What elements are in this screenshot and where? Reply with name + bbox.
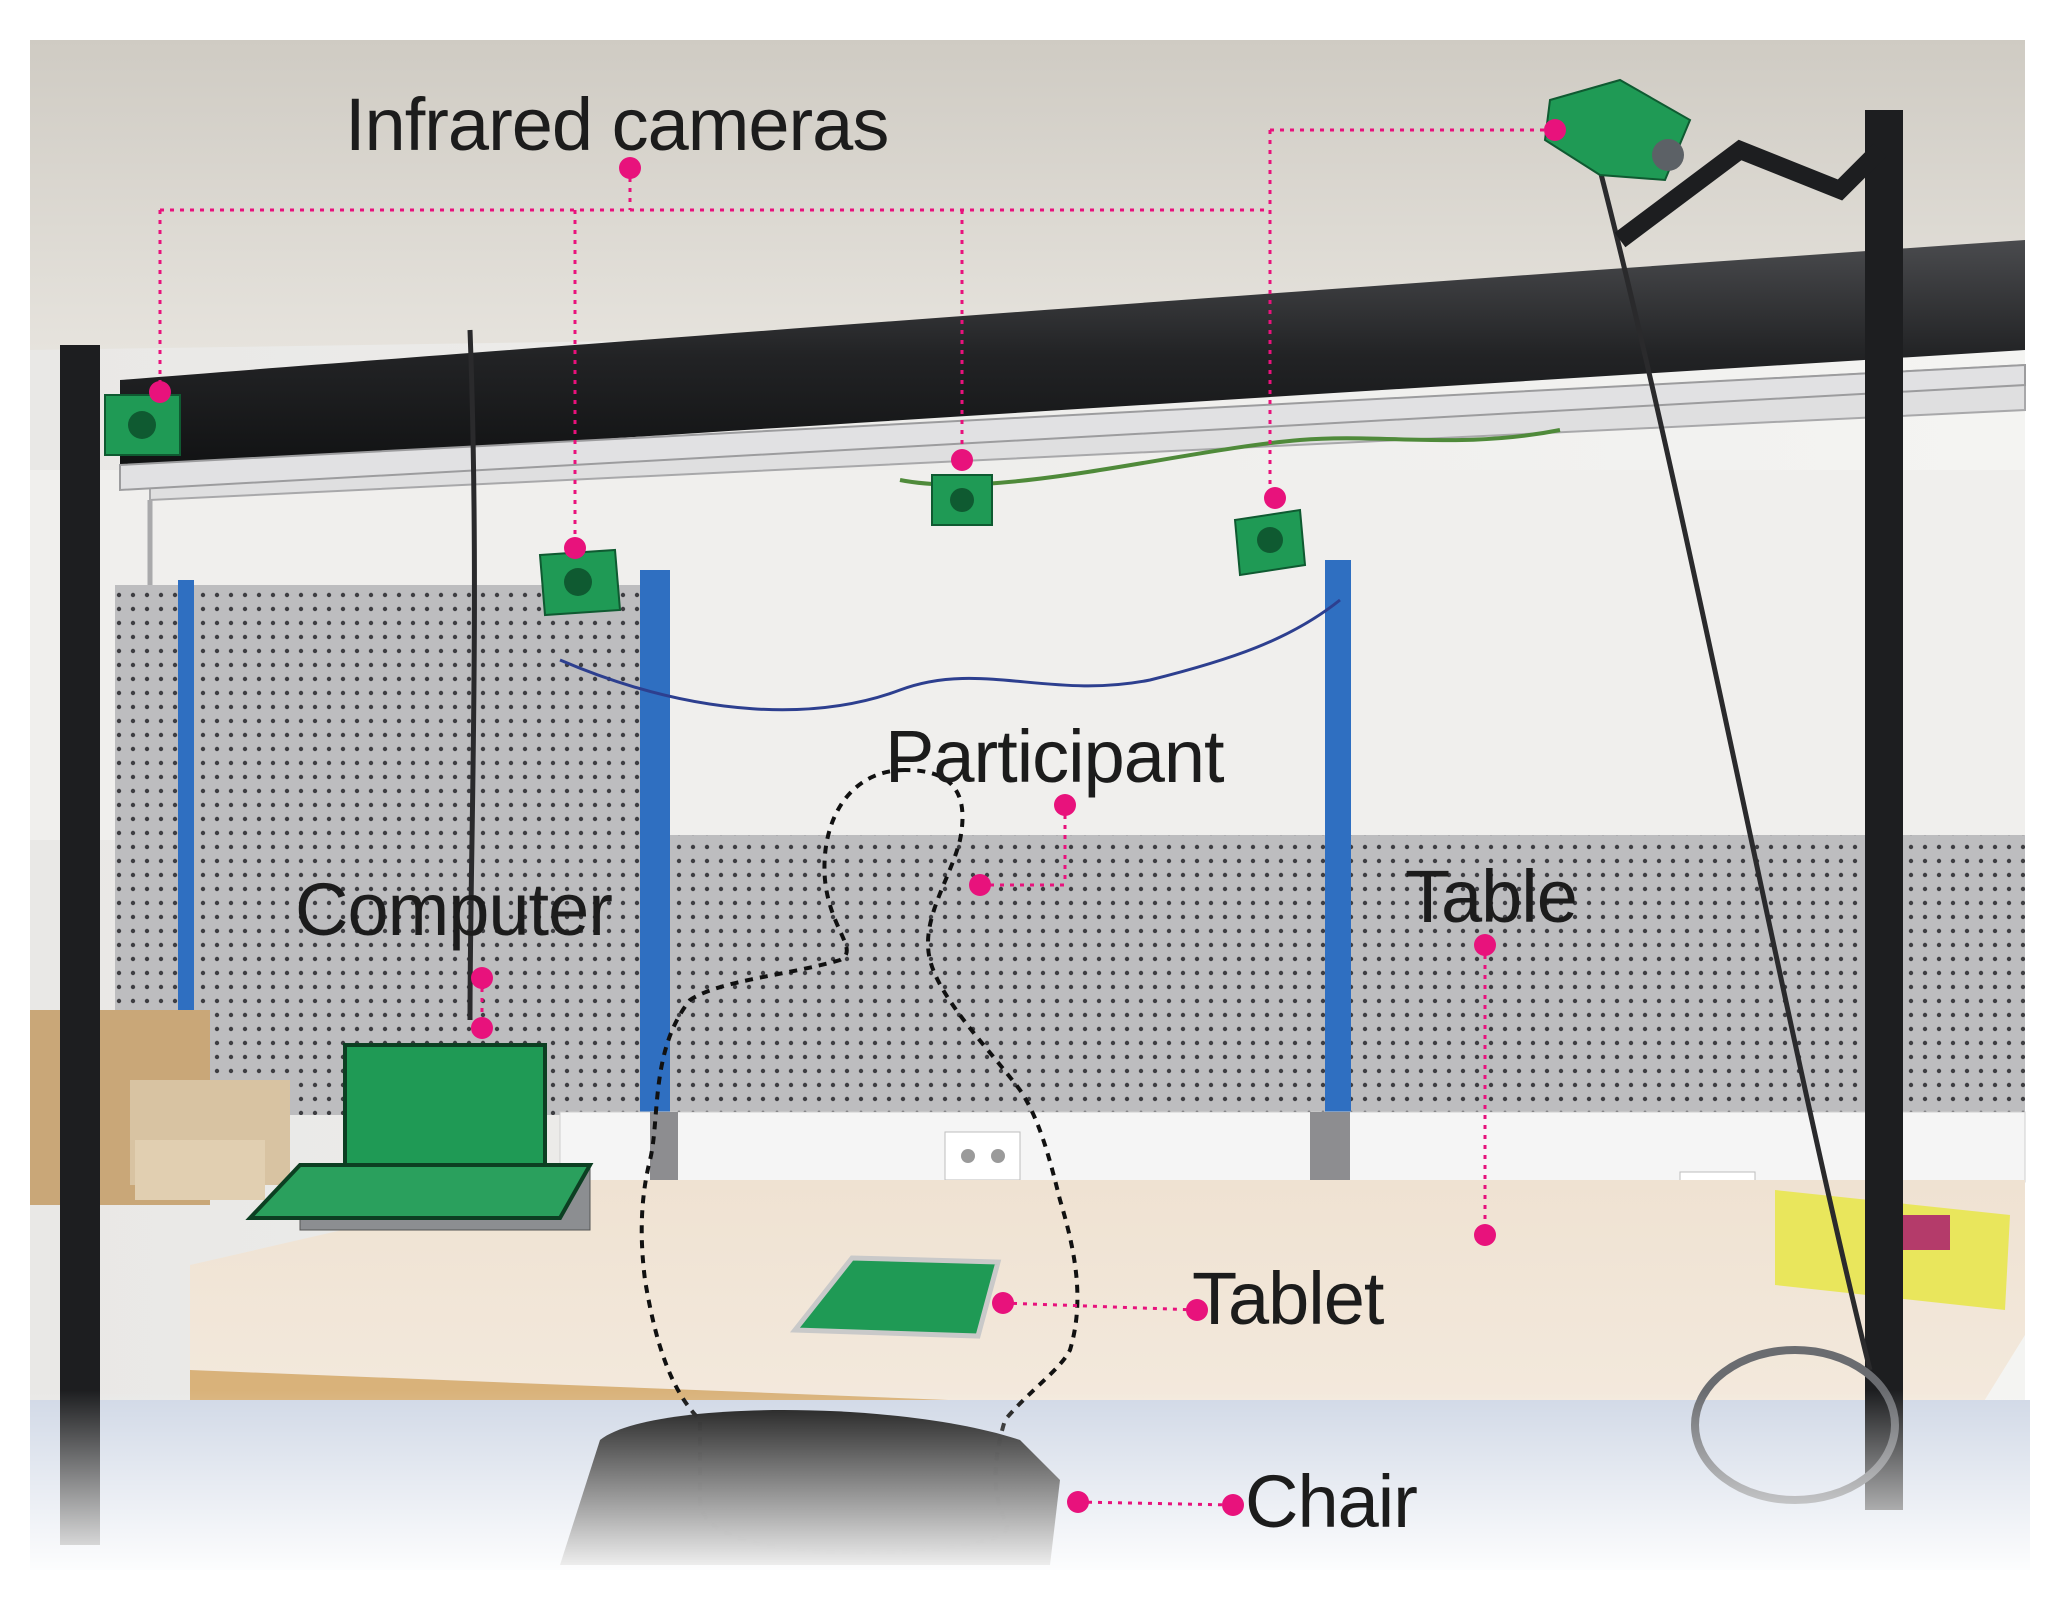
participant-label: Participant [885,715,1225,798]
tablet-label: Tablet [1192,1257,1384,1340]
annotation-connectors [158,128,1555,1507]
tripods [60,110,1903,1545]
computer-label: Computer [295,868,613,951]
blue-cable [559,598,1341,712]
infrared-camera-2 [538,548,622,617]
infrared-camera-1 [104,394,181,456]
infrared-camera-4 [1233,508,1307,577]
bottom-fade [30,1390,2030,1570]
ceiling-pipe [119,240,2026,492]
pegboard-wall [115,585,2025,1115]
blue-rack-uprights [178,560,1351,1130]
green-cable [899,428,1561,487]
infrared-camera-3 [931,474,993,526]
power-strip [559,1111,2026,1221]
chair-label: Chair [1245,1460,1418,1543]
tablet [789,1255,1002,1339]
annotation-dots [149,119,1566,1516]
infrared-cameras-label: Infrared cameras [345,83,889,166]
infrared-camera-5 [1543,78,1692,182]
computer [245,1043,594,1231]
table-label: Table [1405,855,1578,938]
